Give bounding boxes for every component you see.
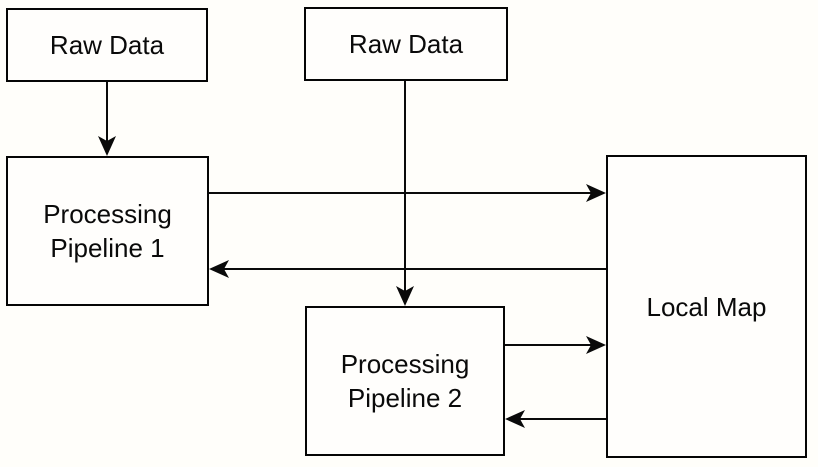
arrowhead-down-icon (98, 136, 116, 156)
arrowhead-right-icon (586, 336, 606, 354)
edge-localmap-to-pipeline1 (209, 260, 606, 278)
node-raw-data-2: Raw Data (304, 7, 508, 81)
node-processing-pipeline-2: Processing Pipeline 2 (305, 306, 505, 456)
node-processing-pipeline-1: Processing Pipeline 1 (6, 156, 209, 306)
arrowhead-left-icon (505, 410, 525, 428)
edge-rawdata2-to-pipeline2 (396, 81, 414, 306)
edge-pipeline2-to-localmap (505, 336, 606, 354)
node-raw-data-1: Raw Data (6, 8, 208, 82)
edge-pipeline1-to-localmap (209, 184, 606, 202)
arrowhead-right-icon (586, 184, 606, 202)
node-processing-pipeline-1-label: Processing Pipeline 1 (43, 199, 172, 263)
node-raw-data-1-label: Raw Data (49, 30, 165, 60)
edge-rawdata1-to-pipeline1 (98, 81, 116, 156)
edge-localmap-to-pipeline2 (505, 410, 606, 428)
arrowhead-down-icon (396, 286, 414, 306)
arrowhead-left-icon (209, 260, 229, 278)
node-raw-data-2-label: Raw Data (348, 29, 464, 59)
node-local-map: Local Map (606, 155, 807, 458)
node-local-map-label: Local Map (646, 291, 767, 322)
node-processing-pipeline-2-label: Processing Pipeline 2 (340, 349, 470, 413)
